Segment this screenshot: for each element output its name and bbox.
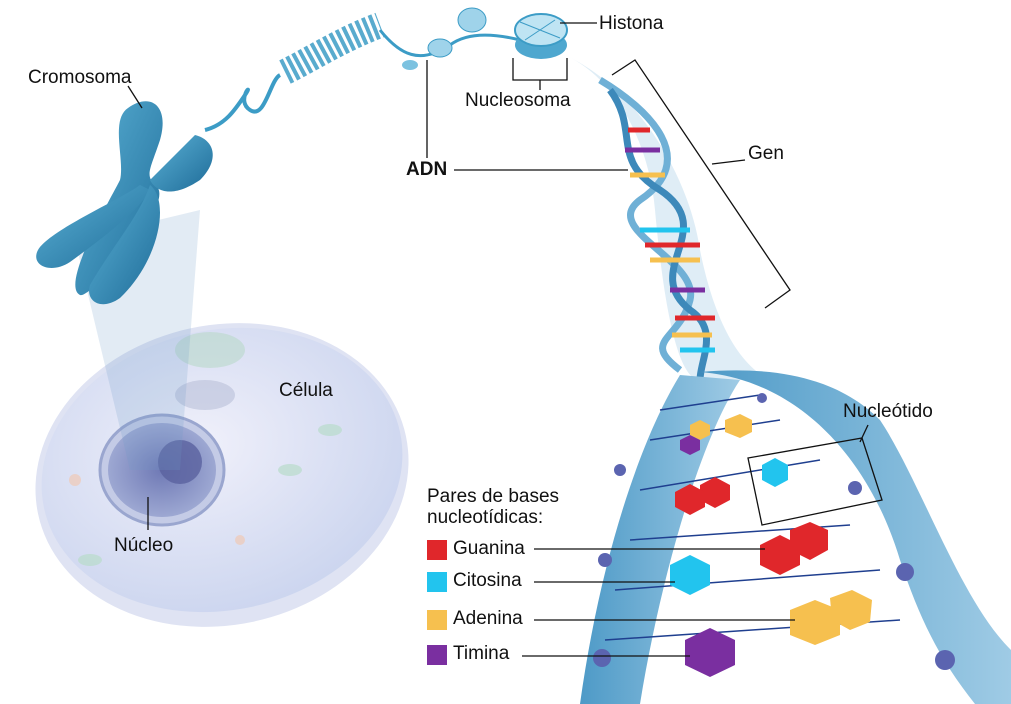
label-chromosome: Cromosoma [28,67,132,88]
label-nucleosome: Nucleosoma [465,90,571,111]
legend-adenine: Adenina [453,608,523,629]
label-cell: Célula [279,380,333,401]
dna-close-up [580,370,1011,704]
leader-lines [127,22,883,657]
nucleus [98,413,226,527]
nucleosomes [402,7,568,70]
label-histone: Histona [599,13,664,34]
legend-title-line2: nucleotídicas: [427,507,544,528]
label-nucleus: Núcleo [114,535,174,556]
dna-helix [565,55,770,381]
chromosome [36,101,213,305]
chromatin-fiber [204,12,521,132]
legend-title-line1: Pares de bases [427,486,560,507]
guanine-swatch [427,540,447,560]
label-nucleotide: Nucleótido [843,401,933,422]
cytosine-swatch [427,572,447,592]
legend-guanine: Guanina [453,538,525,559]
thymine-swatch [427,645,447,665]
adenine-swatch [427,610,447,630]
label-gene: Gen [748,143,784,164]
legend-cytosine: Citosina [453,570,522,591]
label-dna: ADN [406,159,448,180]
legend-thymine: Timina [453,643,510,664]
